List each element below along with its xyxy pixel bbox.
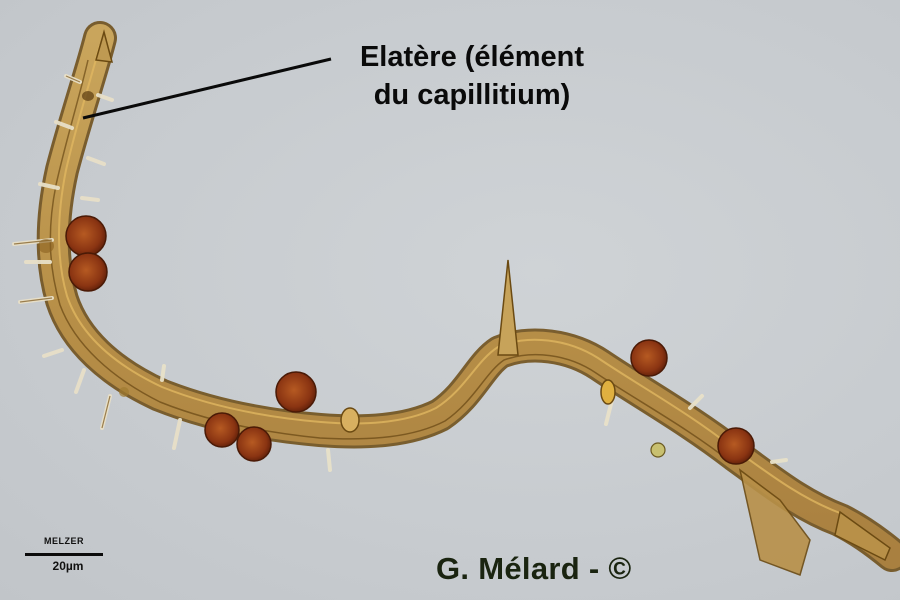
elater-inclusion bbox=[38, 239, 54, 253]
annotation-label-line2: du capillitium) bbox=[373, 79, 571, 111]
photo-credit: G. Mélard - © bbox=[436, 551, 632, 586]
stain-label: MELZER bbox=[44, 536, 84, 546]
elater-inner-wall bbox=[58, 44, 841, 514]
spore bbox=[68, 252, 108, 292]
spore bbox=[630, 339, 668, 377]
spore bbox=[275, 371, 317, 413]
elater-inclusion bbox=[82, 91, 94, 101]
elater-body bbox=[39, 24, 900, 569]
elater-inclusion bbox=[119, 387, 129, 397]
scale-bar: MELZER 20µm bbox=[24, 536, 104, 573]
annotation-label-line1: Elatère (élément bbox=[359, 41, 585, 73]
scale-bar-line bbox=[25, 553, 103, 556]
spore bbox=[717, 427, 755, 465]
elater-central-spine bbox=[497, 259, 519, 356]
spores bbox=[65, 215, 755, 465]
elater-inclusion bbox=[340, 407, 360, 433]
annotation-label: Elatère (élément du capillitium) bbox=[332, 38, 612, 114]
elater-tip-upper bbox=[95, 29, 114, 63]
spore bbox=[236, 426, 272, 462]
annotation-pointer-line bbox=[82, 57, 332, 120]
elater-branch-end bbox=[738, 468, 811, 576]
scale-length-label: 20µm bbox=[52, 559, 84, 573]
spore bbox=[204, 412, 240, 448]
spore bbox=[65, 215, 107, 257]
elater-inclusion bbox=[650, 442, 666, 458]
elater-inclusion bbox=[600, 379, 616, 405]
